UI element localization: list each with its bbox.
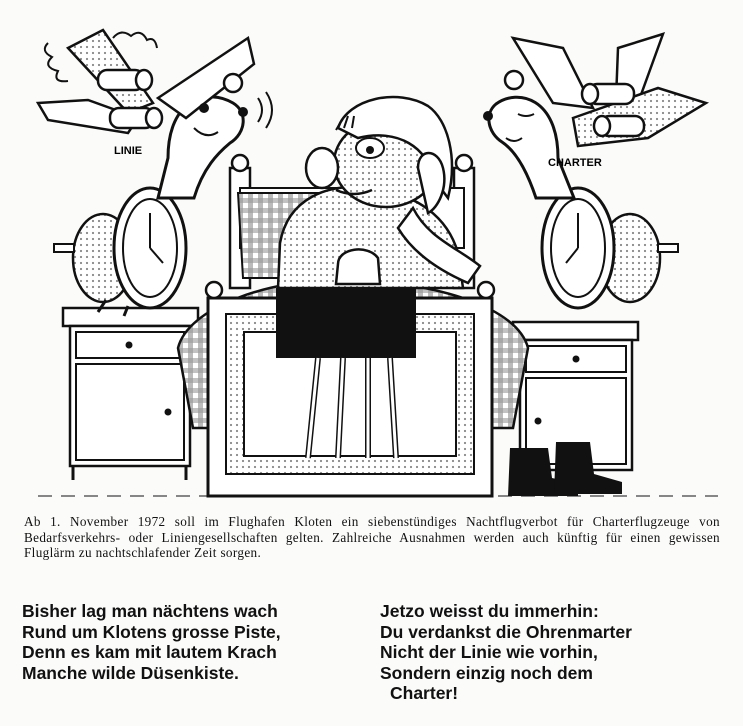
poem-line: Rund um Klotens grosse Piste, (22, 621, 281, 642)
cartoon-svg: LINIE CHARTER (35, 28, 718, 498)
caption-text: Ab 1. November 1972 soll im Flughafen Kl… (24, 514, 720, 560)
poem-line: Du verdankst die Ohrenmarter (380, 621, 632, 642)
poem-line: Charter! (390, 683, 459, 703)
right-alarm-clock (540, 186, 679, 310)
poem-line: Jetzo weisst du immerhin: (380, 601, 599, 621)
sleepless-man (276, 95, 482, 459)
left-plane-label: LINIE (114, 145, 142, 157)
poem-right-stanza: Jetzo weisst du immerhin: Du verdankst d… (380, 601, 730, 704)
poem-line: Bisher lag man nächtens wach (22, 601, 278, 621)
left-airplane: LINIE (35, 28, 273, 200)
right-airplane: CHARTER (483, 32, 710, 200)
poem-line: Denn es kam mit lautem Krach (22, 642, 277, 662)
poem-line: Manche wilde Düsenkiste. (22, 662, 239, 683)
left-alarm-clock (53, 186, 188, 317)
boots (508, 442, 622, 496)
left-nightstand (61, 306, 200, 480)
poem-line: Sondern einzig noch dem (380, 662, 593, 683)
cartoon-illustration: LINIE CHARTER (18, 8, 730, 506)
right-plane-label: CHARTER (548, 157, 602, 169)
poem-line: Nicht der Linie wie vorhin, (380, 642, 598, 662)
poem-left-stanza: Bisher lag man nächtens wach Rund um Klo… (22, 601, 372, 683)
